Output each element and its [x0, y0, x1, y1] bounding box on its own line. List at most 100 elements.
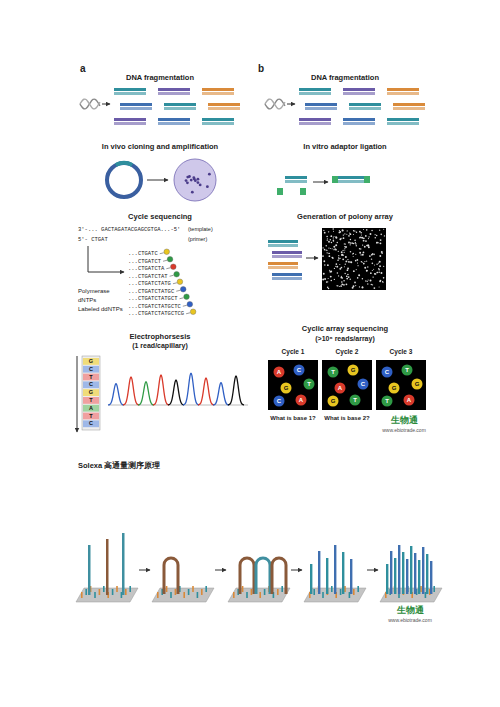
polony-dot: [336, 285, 337, 286]
adaptor: [364, 176, 370, 183]
polony-dot: [330, 248, 331, 249]
polony-dot: [360, 237, 361, 238]
polony-dot: [370, 272, 372, 274]
colony: [208, 173, 211, 176]
polony-dot: [363, 263, 365, 265]
label-text: 5'- CTGAT: [78, 237, 108, 243]
polony-dot: [341, 281, 343, 283]
dna-strand: [299, 88, 331, 91]
primer-stub: [129, 586, 131, 592]
polony-dot: [353, 243, 355, 245]
cluster-strand: [326, 558, 328, 594]
polony-dot: [365, 280, 366, 281]
polony-dot: [355, 285, 356, 286]
base-letter: A: [407, 397, 411, 403]
gel-band: [83, 366, 99, 373]
polony-dot: [330, 276, 332, 278]
polony-dot: [338, 255, 339, 256]
polony-dot: [346, 283, 348, 285]
polony-dot: [383, 277, 385, 279]
label-text: (1 read/capillary): [132, 342, 188, 349]
polony-dot: [380, 280, 382, 282]
dna-strand: [305, 107, 337, 110]
primer-stub: [170, 592, 172, 598]
polony-dot: [333, 239, 335, 241]
gel-band: [83, 358, 99, 365]
polony-dot: [368, 238, 369, 239]
bridge-strand: [164, 558, 178, 594]
dye-label: [164, 249, 170, 255]
dna-strand: [164, 107, 196, 110]
polony-dot: [350, 242, 352, 244]
cluster-strand: [414, 553, 416, 594]
trace-peak: [228, 376, 244, 405]
polony-dot: [339, 258, 340, 259]
dye-linker: [170, 275, 174, 276]
step-arrow: [291, 570, 302, 571]
polony-dot: [337, 242, 338, 243]
polony-dot: [366, 261, 367, 262]
polony-dot: [356, 259, 358, 261]
polony-dot: [367, 281, 368, 282]
gel-band: [83, 413, 99, 420]
cluster-strand: [390, 551, 392, 594]
art-group: [76, 88, 442, 602]
polony-dot: [369, 255, 371, 257]
polony-dot: [352, 253, 353, 254]
dna-strand: [268, 240, 298, 243]
polony-dot: [339, 264, 340, 265]
dna-strand: [272, 255, 302, 258]
polony-dot: [364, 267, 366, 269]
label-text: What is base 1?: [270, 415, 315, 421]
primer-stub: [157, 592, 159, 598]
primer-stub: [353, 589, 355, 595]
dna-strand: [285, 180, 307, 183]
polony-dot: [378, 268, 379, 269]
base-letter: A: [299, 397, 303, 403]
base-letter: A: [338, 385, 342, 391]
polony-dot: [347, 268, 349, 270]
label-text: ...CTGATCTATGC: [128, 289, 174, 295]
polony-dot: [341, 283, 343, 285]
dna-strand: [393, 107, 425, 110]
polony-dot: [361, 237, 362, 238]
dna-strand: [114, 118, 146, 121]
dna-strand: [268, 244, 298, 247]
polony-dot: [329, 253, 330, 254]
label-text: (primer): [188, 237, 207, 243]
polony-dot: [376, 242, 377, 243]
dna-strand: [120, 103, 152, 106]
polony-dot: [382, 281, 383, 282]
cluster-spot: [274, 367, 285, 378]
polony-dot: [332, 248, 333, 249]
primer-stub: [112, 589, 114, 595]
label-text: In vivo cloning and amplification: [102, 143, 218, 151]
cluster-spot: [348, 365, 359, 376]
polony-dot: [326, 281, 328, 283]
polony-dot: [324, 249, 326, 251]
polony-dot: [324, 232, 326, 234]
polony-dot: [339, 238, 341, 240]
primer-stub: [277, 589, 279, 595]
cluster-strand: [410, 546, 412, 594]
dye-linker: [183, 305, 187, 306]
polony-dot: [341, 267, 343, 269]
label-text: ...CTGATCTATG: [128, 281, 171, 287]
primer-stub: [357, 586, 359, 592]
polony-dot: [356, 269, 357, 270]
polony-dot: [344, 243, 345, 244]
polony-dot: [334, 236, 335, 237]
polony-dot: [346, 278, 348, 280]
dye-linker: [160, 253, 164, 254]
culture-plate: [174, 159, 216, 201]
step-arrow: [139, 570, 150, 571]
polony-dot: [379, 255, 381, 257]
primer-stub: [81, 592, 83, 598]
cluster-strand: [334, 545, 336, 594]
polony-dot: [341, 238, 342, 239]
bridge-strand: [272, 558, 286, 594]
cluster-strand: [406, 559, 408, 594]
polony-dot: [381, 252, 383, 254]
label-text: (template): [188, 227, 213, 233]
